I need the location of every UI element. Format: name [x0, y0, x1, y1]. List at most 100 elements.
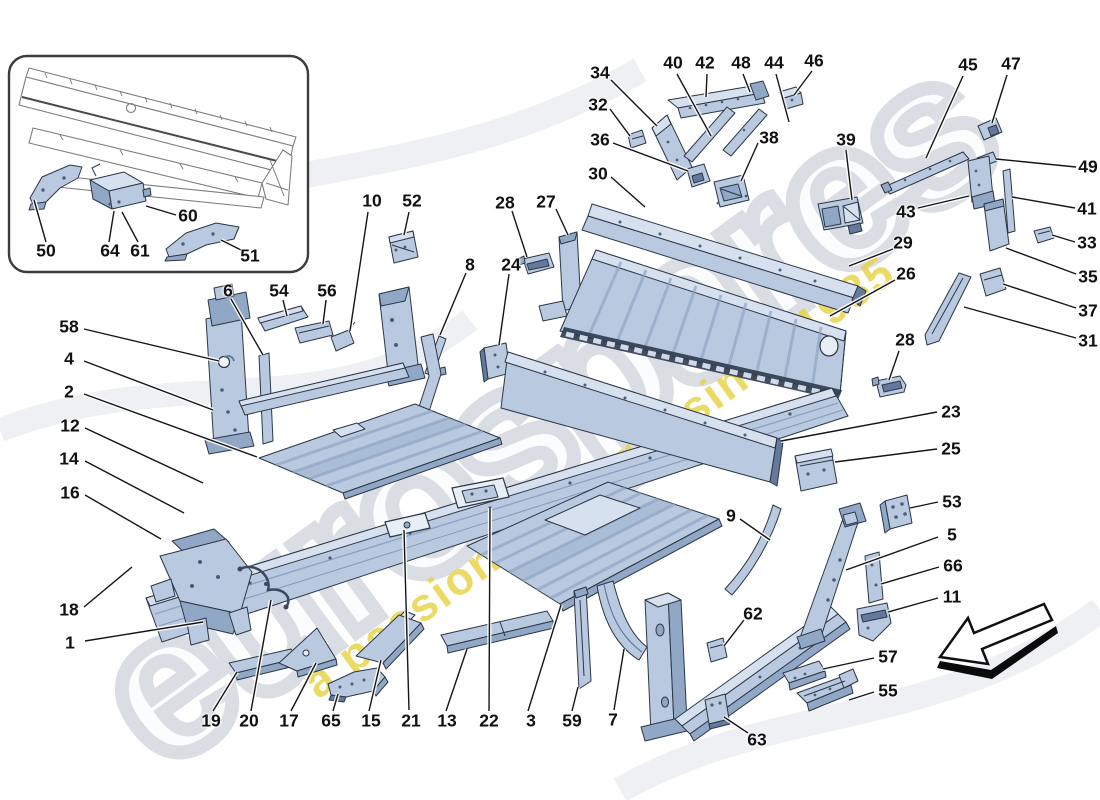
leader-line-43 [917, 195, 970, 209]
inset-reference-box [7, 54, 310, 274]
leader-lines-layer [31, 69, 1077, 735]
leader-line-1 [84, 621, 204, 642]
leader-line-52 [403, 211, 410, 236]
leader-line-5 [845, 536, 939, 571]
leader-line-11 [887, 597, 939, 613]
leader-line-13 [445, 648, 468, 712]
leader-line-38 [740, 142, 759, 182]
leader-line-35 [1005, 247, 1077, 275]
leader-line-33 [1051, 234, 1076, 243]
part-27-support [538, 231, 582, 322]
leader-line-64 [108, 210, 115, 243]
part-32-bracket [627, 129, 647, 149]
part-38-mount-box [713, 174, 750, 208]
leader-line-20 [250, 599, 272, 712]
leader-line-47 [991, 74, 1008, 124]
leader-line-25 [834, 448, 938, 463]
leader-line-26 [829, 279, 896, 317]
part-21-mount-plate [384, 512, 431, 538]
leader-line-6 [230, 298, 264, 356]
leader-line-39 [845, 149, 853, 201]
parts-layer [145, 80, 1058, 742]
leader-line-50 [33, 199, 47, 243]
leader-line-10 [349, 211, 369, 332]
part-28-bracket-left [517, 252, 555, 275]
part-7-arch-piece [596, 580, 648, 661]
part-52-bracket [388, 230, 419, 264]
part-35-pillar-strip [983, 198, 1010, 252]
part-44-strut [722, 108, 768, 157]
leader-line-61 [121, 211, 139, 243]
leader-line-32 [609, 108, 631, 137]
part-31-pillar-blade [924, 272, 972, 346]
part-59-strip [573, 586, 592, 690]
leader-line-37 [1002, 283, 1077, 309]
part-45-rail [880, 151, 970, 195]
leader-line-49 [995, 158, 1077, 168]
part-47-bracket [977, 117, 1003, 141]
part-11-bracket [856, 602, 892, 642]
leader-line-3 [527, 604, 562, 712]
leader-line-31 [963, 306, 1077, 339]
leader-line-24 [498, 273, 510, 346]
part-51-bracket [164, 222, 240, 262]
part-33-bracket [1033, 226, 1055, 244]
part-9-strut [724, 504, 782, 596]
part-62-bracket [706, 637, 728, 663]
leader-line-27 [555, 208, 569, 236]
leader-line-48 [742, 73, 751, 93]
mid-rail [238, 362, 410, 416]
part-1-front-structure [150, 528, 253, 646]
leader-line-58 [83, 328, 220, 362]
leader-line-29 [848, 248, 894, 267]
part-53-bracket [879, 494, 913, 534]
part-2-floor-panel [258, 403, 503, 500]
leader-line-12 [84, 427, 204, 484]
leader-line-44 [775, 73, 790, 123]
leader-line-46 [793, 70, 813, 96]
part-39-mount-box [817, 196, 864, 235]
direction-arrow [937, 602, 1058, 679]
leader-line-17 [290, 662, 317, 712]
leader-line-63 [723, 716, 749, 734]
part-60-control-unit [89, 163, 152, 210]
leader-line-57 [822, 657, 875, 670]
leader-line-36 [612, 142, 689, 172]
part-57-rail [782, 660, 827, 691]
inset-sill-line-art [18, 67, 297, 209]
arrow-shadow [937, 626, 1058, 679]
part-36-bracket [686, 163, 711, 188]
leader-line-66 [880, 566, 940, 585]
leader-line-53 [909, 501, 939, 509]
leader-line-59 [571, 686, 579, 712]
part-41-rod [1002, 168, 1016, 234]
part-22-mount-plate [451, 477, 510, 509]
leader-line-62 [723, 619, 745, 647]
leader-line-22 [488, 507, 491, 712]
part-17-triangle-panel [278, 627, 338, 678]
leader-line-16 [84, 494, 162, 540]
leader-line-28 [888, 350, 900, 381]
leader-line-8 [439, 272, 467, 336]
part-13-flat-rail [440, 610, 555, 654]
leader-line-23 [780, 411, 938, 442]
leader-line-9 [739, 518, 771, 541]
leader-line-7 [613, 648, 625, 711]
leader-line-30 [610, 176, 646, 208]
leader-line-40 [676, 73, 712, 137]
leader-line-42 [705, 73, 708, 98]
leader-line-4 [83, 360, 214, 411]
leader-line-28 [511, 210, 528, 258]
part-25-bracket-box [794, 448, 838, 492]
leader-line-55 [848, 691, 875, 701]
leader-line-51 [220, 239, 242, 251]
arrow-icon [937, 602, 1054, 666]
part-20-harness-bracket [237, 565, 290, 610]
part-37-bracket [979, 267, 1007, 297]
part-55-rail [796, 668, 859, 712]
part-23-lower-panel [500, 351, 784, 487]
leader-line-19 [212, 671, 238, 712]
part-28-bracket-right [871, 375, 907, 398]
